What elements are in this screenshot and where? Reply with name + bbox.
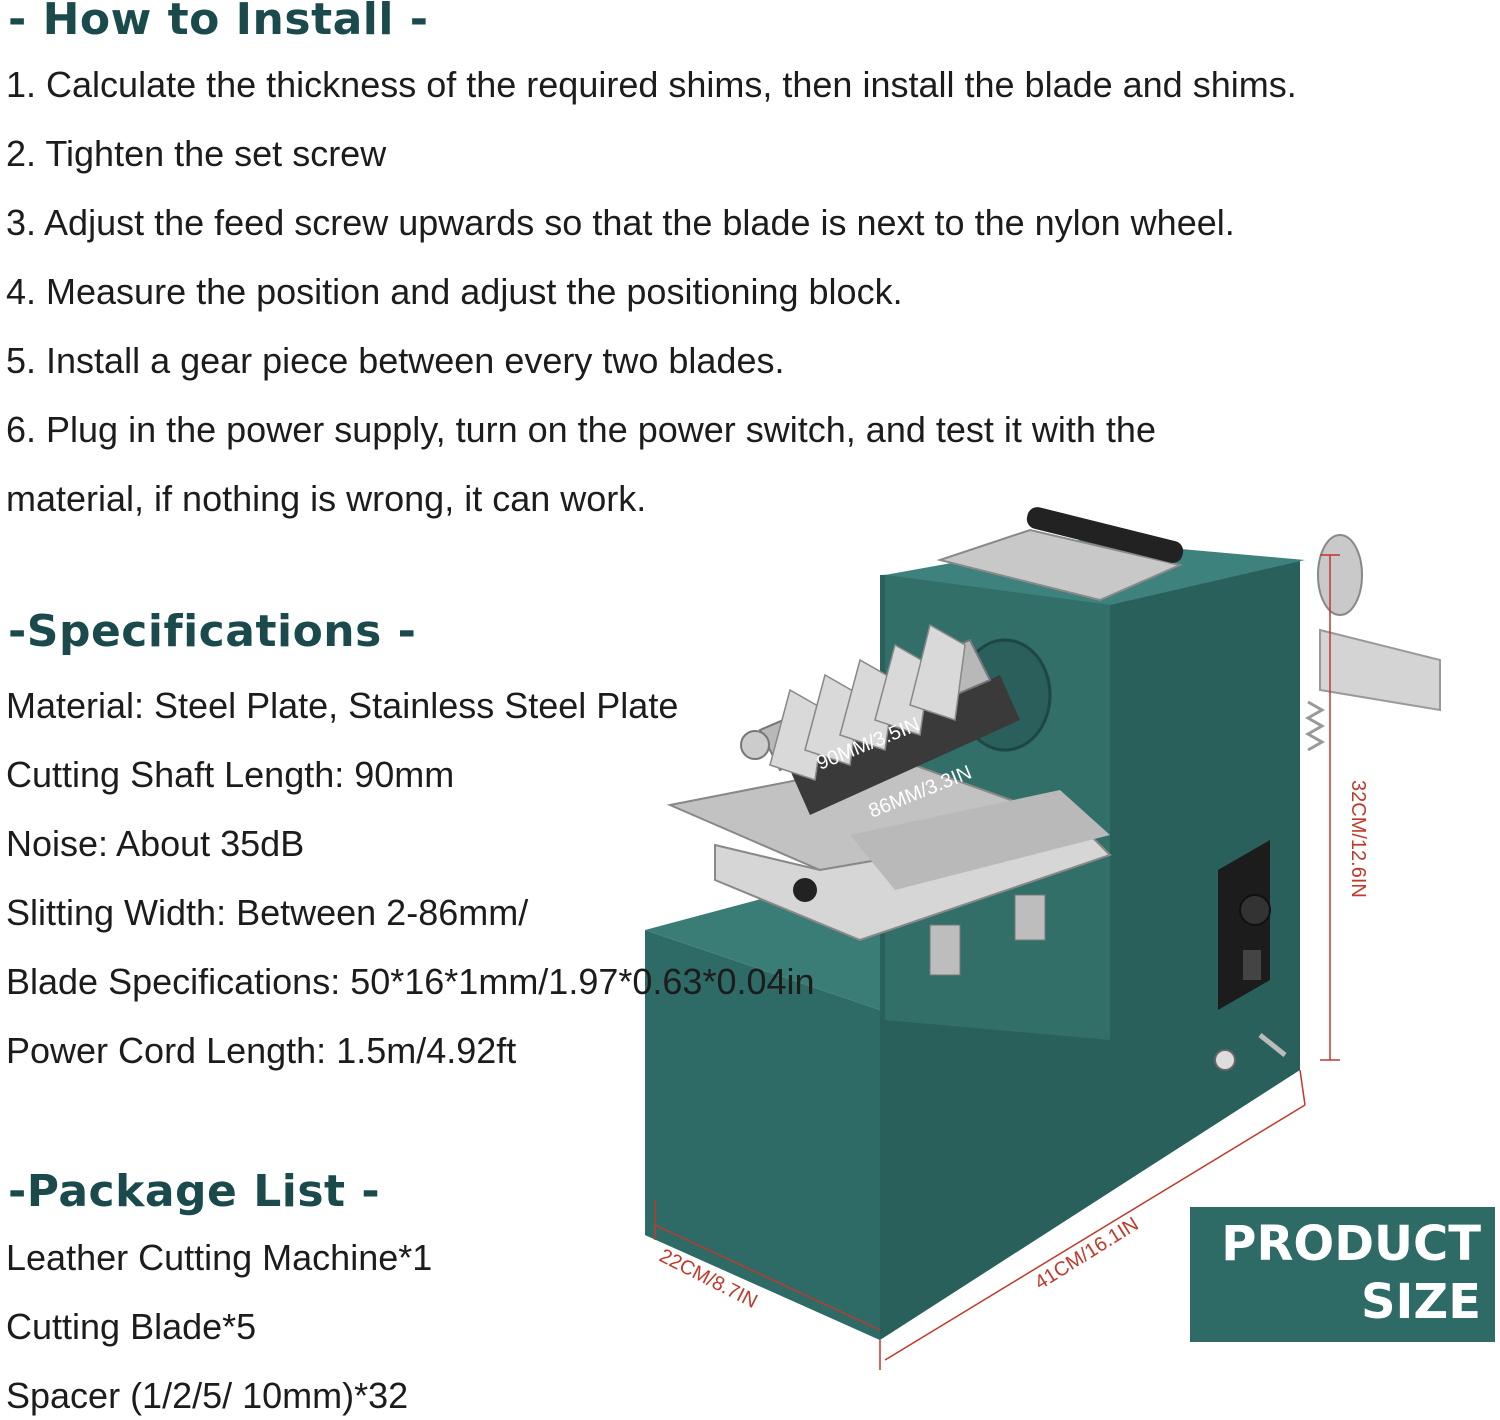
package-heading: -Package List - xyxy=(8,1166,381,1217)
spec-blade: Blade Specifications: 50*16*1mm/1.97*0.6… xyxy=(6,961,815,1002)
package-item-blade: Cutting Blade*5 xyxy=(6,1306,257,1347)
dimension-lines xyxy=(654,554,1340,1370)
specifications-heading: -Specifications - xyxy=(8,606,417,657)
spec-material: Material: Steel Plate, Stainless Steel P… xyxy=(6,685,679,726)
spec-shaft-length: Cutting Shaft Length: 90mm xyxy=(6,754,455,795)
install-heading: - How to Install - xyxy=(8,0,429,45)
leather-cutting-machine-illustration: 90MM/3.5IN 86MM/3.3IN 32CM/12.6IN 41CM/1… xyxy=(645,507,1441,1370)
install-step-6-continued: material, if nothing is wrong, it can wo… xyxy=(6,478,647,519)
spec-power-cord: Power Cord Length: 1.5m/4.92ft xyxy=(6,1030,517,1071)
carry-handle xyxy=(936,507,1184,602)
cutting-shaft xyxy=(740,623,1020,815)
badge-line-2: SIZE xyxy=(1360,1274,1481,1330)
product-size-badge: PRODUCT SIZE xyxy=(1190,1207,1495,1342)
install-step-1: 1. Calculate the thickness of the requir… xyxy=(6,64,1297,105)
install-step-3: 3. Adjust the feed screw upwards so that… xyxy=(6,202,1235,243)
install-step-4: 4. Measure the position and adjust the p… xyxy=(6,271,903,312)
install-step-2: 2. Tighten the set screw xyxy=(6,133,387,174)
control-panel xyxy=(1214,840,1287,1071)
install-step-6: 6. Plug in the power supply, turn on the… xyxy=(6,409,1156,450)
spec-noise: Noise: About 35dB xyxy=(6,823,305,864)
spec-slitting-width: Slitting Width: Between 2-86mm/ xyxy=(6,892,529,933)
package-item-spacer: Spacer (1/2/5/ 10mm)*32 xyxy=(6,1375,409,1416)
badge-line-1: PRODUCT xyxy=(1221,1216,1481,1272)
height-dimension-label: 32CM/12.6IN xyxy=(1347,780,1369,898)
install-step-5: 5. Install a gear piece between every tw… xyxy=(6,340,785,381)
package-item-machine: Leather Cutting Machine*1 xyxy=(6,1237,433,1278)
